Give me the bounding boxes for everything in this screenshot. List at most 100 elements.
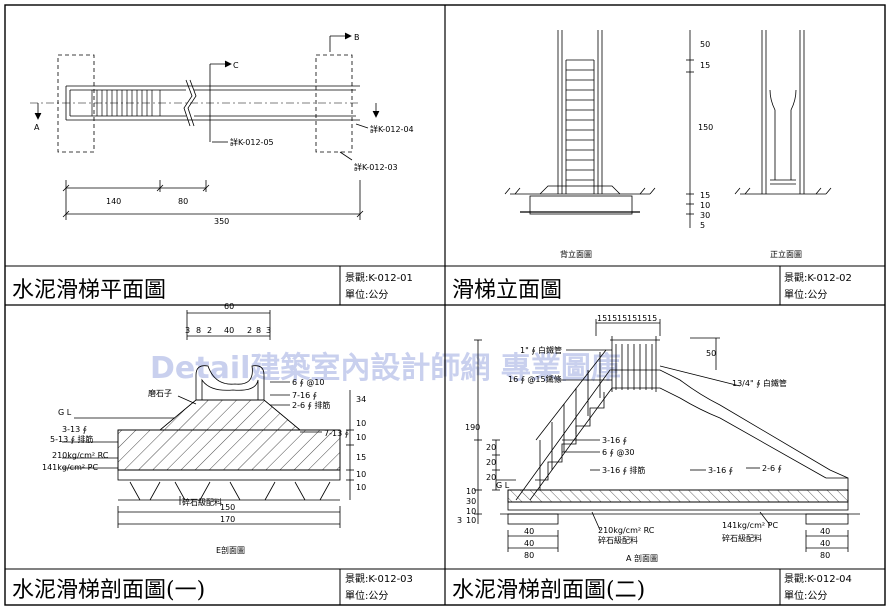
detail-ref: 詳K-012-03 bbox=[354, 162, 398, 172]
dimension: 10 bbox=[466, 507, 476, 516]
unit-label: 單位:公分 bbox=[345, 288, 388, 301]
dimension: 3 bbox=[266, 326, 271, 335]
dimension: 40 bbox=[524, 527, 534, 536]
panel-title: 水泥滑梯剖面圖(一) bbox=[12, 578, 205, 603]
title-block-2: 滑梯立面圖 景觀:K-012-02 單位:公分 bbox=[452, 272, 852, 303]
dimension: 20 bbox=[486, 458, 496, 467]
rebar-label: 6 ∮ @10 bbox=[292, 378, 325, 387]
plan-labels: A B C 詳K-012-05 詳K-012-04 詳K-012-03 140 … bbox=[34, 33, 414, 226]
rebar-label: 5-13 ∮ 排筋 bbox=[50, 434, 93, 444]
plan-view bbox=[30, 32, 380, 220]
elevation-labels: 背立面圖 正立面圖 50 15 150 15 10 30 5 bbox=[560, 40, 802, 259]
rebar-label: 2-6 ∮ 排筋 bbox=[292, 400, 330, 410]
dimension: 3 bbox=[185, 326, 190, 335]
dimension: 40 bbox=[524, 539, 534, 548]
material-label: 碎石級配料 bbox=[598, 535, 638, 545]
dimension: 10 bbox=[356, 419, 366, 428]
unit-label: 單位:公分 bbox=[784, 589, 827, 602]
view-label: 正立面圖 bbox=[770, 249, 802, 259]
view-caption: A 剖面圖 bbox=[626, 553, 658, 563]
dimension: 34 bbox=[356, 395, 366, 404]
rebar-label: 3-16 ∮ bbox=[708, 466, 733, 475]
dimension: 80 bbox=[178, 197, 188, 206]
title-block-3: 水泥滑梯剖面圖(一) 景觀:K-012-03 單位:公分 bbox=[12, 573, 413, 603]
panel-title: 水泥滑梯平面圖 bbox=[12, 278, 166, 303]
section-mark-b: B bbox=[354, 33, 360, 42]
dimension: 150 bbox=[220, 503, 235, 512]
ground-line-label: G L bbox=[58, 408, 72, 417]
pipe-label: 13/4" ∮ 白鐵管 bbox=[732, 378, 787, 388]
dimension: 80 bbox=[524, 551, 534, 560]
rebar-label: 7-16 ∮ bbox=[292, 391, 317, 400]
section-two bbox=[474, 319, 860, 552]
dimension: 15 bbox=[617, 314, 627, 323]
material-label: 141kg/cm² PC bbox=[42, 463, 98, 472]
title-block-1: 水泥滑梯平面圖 景觀:K-012-01 單位:公分 bbox=[12, 272, 413, 303]
dimension: 40 bbox=[224, 326, 234, 335]
material-label: 141kg/cm² PC bbox=[722, 521, 778, 530]
dimension: 10 bbox=[700, 201, 710, 210]
dimension: 140 bbox=[106, 197, 121, 206]
dimension: 15 bbox=[597, 314, 607, 323]
dimension: 30 bbox=[700, 211, 710, 220]
section-two-labels: 15 15 15 15 15 15 50 1" ∮ 白鐵管 16 ∮ @15鐵條… bbox=[457, 314, 830, 563]
dimension: 80 bbox=[820, 551, 830, 560]
rebar-label: 3-13 ∮ bbox=[62, 425, 87, 434]
back-elevation bbox=[504, 30, 694, 228]
dimension: 10 bbox=[466, 516, 476, 525]
detail-ref: 詳K-012-04 bbox=[370, 124, 414, 134]
dimension: 20 bbox=[486, 443, 496, 452]
rebar-label: 3-16 ∮ bbox=[602, 436, 627, 445]
dimension: 170 bbox=[220, 515, 235, 524]
dimension: 15 bbox=[637, 314, 647, 323]
dimension: 15 bbox=[356, 453, 366, 462]
dimension: 15 bbox=[647, 314, 657, 323]
dimension: 10 bbox=[356, 433, 366, 442]
drawing-code: 景觀:K-012-02 bbox=[784, 272, 852, 284]
material-label: 210kg/cm² RC bbox=[52, 451, 109, 460]
detail-ref: 詳K-012-05 bbox=[230, 137, 274, 147]
ground-line-label: G L bbox=[496, 481, 510, 490]
dimension: 50 bbox=[706, 349, 716, 358]
panel-title: 水泥滑梯剖面圖(二) bbox=[452, 578, 645, 603]
section-mark-a: A bbox=[34, 123, 40, 132]
dimension: 8 bbox=[256, 326, 261, 335]
dimension: 30 bbox=[466, 497, 476, 506]
dimension: 10 bbox=[466, 487, 476, 496]
view-caption: E剖面圖 bbox=[216, 545, 245, 555]
material-label: 碎石級配料 bbox=[722, 533, 762, 543]
rebar-label: 3-16 ∮ 排筋 bbox=[602, 465, 645, 475]
dimension: 20 bbox=[486, 473, 496, 482]
section-mark-c: C bbox=[233, 61, 239, 70]
dimension: 2 bbox=[247, 326, 252, 335]
dimension: 10 bbox=[356, 470, 366, 479]
dimension: 40 bbox=[820, 527, 830, 536]
dimension: 2 bbox=[207, 326, 212, 335]
dimension: 3 bbox=[457, 516, 462, 525]
dimension: 15 bbox=[627, 314, 637, 323]
dimension: 15 bbox=[700, 191, 710, 200]
dimension: 40 bbox=[820, 539, 830, 548]
section-one-labels: 60 3 8 2 40 2 8 3 磨石子 6 ∮ @10 7-16 ∮ 2-6… bbox=[42, 302, 366, 555]
rebar-label: 6 ∮ @30 bbox=[602, 448, 635, 457]
unit-label: 單位:公分 bbox=[784, 288, 827, 301]
dimension: 150 bbox=[698, 123, 713, 132]
view-label: 背立面圖 bbox=[560, 249, 592, 259]
material-label: 210kg/cm² RC bbox=[598, 526, 655, 535]
front-elevation bbox=[734, 30, 832, 195]
section-one bbox=[62, 310, 354, 528]
material-label: 磨石子 bbox=[148, 388, 172, 398]
drawing-code: 景觀:K-012-04 bbox=[784, 573, 852, 585]
dimension: 350 bbox=[214, 217, 229, 226]
dimension: 5 bbox=[700, 221, 705, 230]
rebar-label: 2-6 ∮ bbox=[762, 464, 782, 473]
dimension: 190 bbox=[465, 423, 480, 432]
watermark: Detail建築室內設計師網 專業圖庫 bbox=[150, 351, 621, 386]
title-block-4: 水泥滑梯剖面圖(二) 景觀:K-012-04 單位:公分 bbox=[452, 573, 852, 603]
panel-title: 滑梯立面圖 bbox=[452, 278, 562, 303]
dimension: 10 bbox=[356, 483, 366, 492]
drawing-code: 景觀:K-012-03 bbox=[345, 573, 413, 585]
drawing-code: 景觀:K-012-01 bbox=[345, 272, 413, 284]
rebar-label: 7-13 ∮ bbox=[324, 429, 349, 438]
